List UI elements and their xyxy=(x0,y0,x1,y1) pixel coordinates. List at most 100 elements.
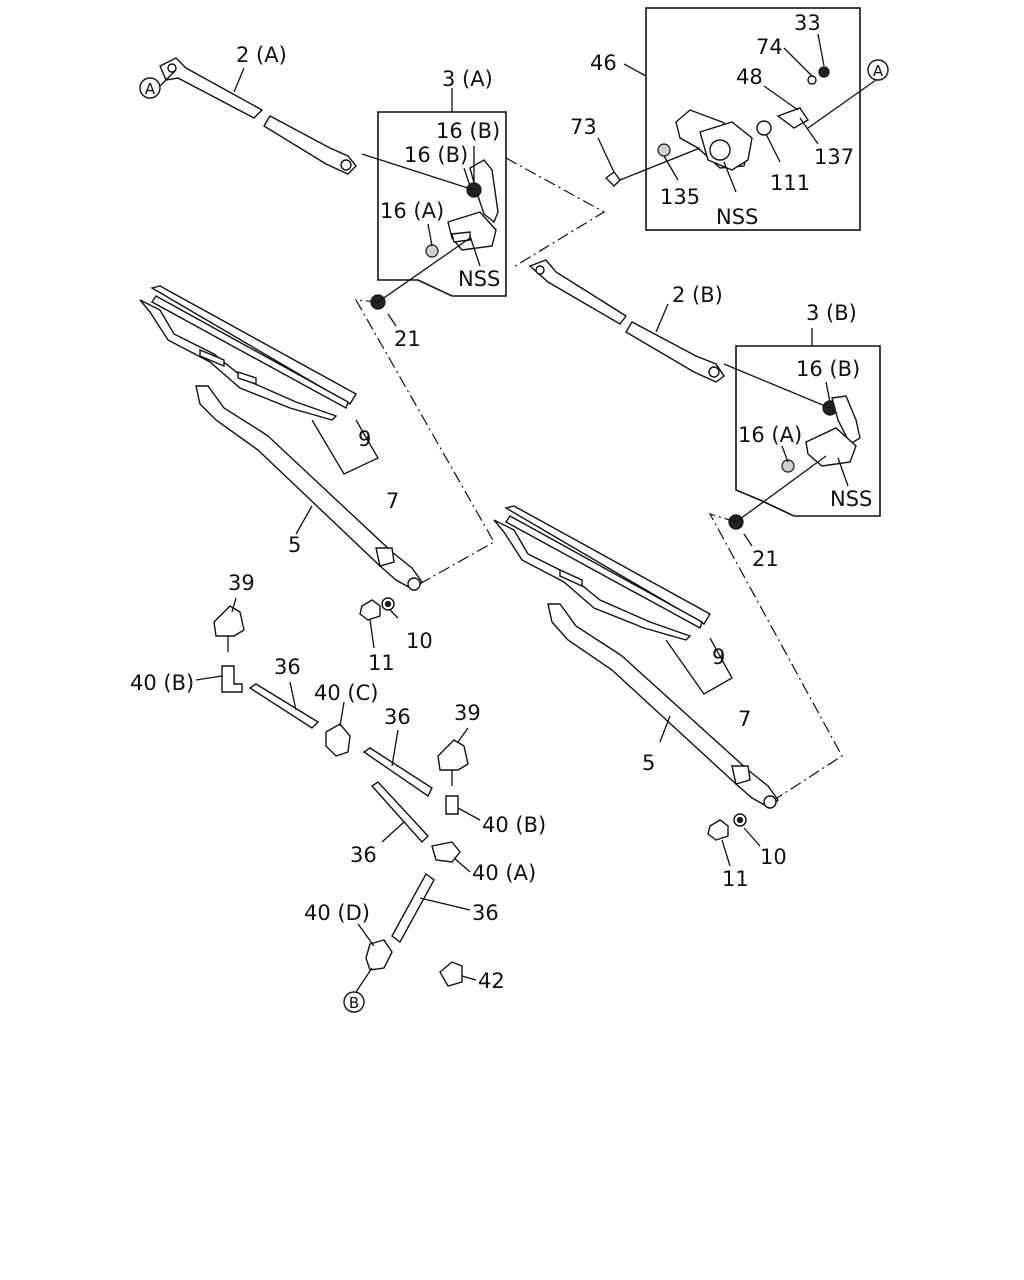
leader-40d xyxy=(357,923,375,947)
leader-bolt-axis xyxy=(619,147,701,181)
callout-40c: 40 (C) xyxy=(314,681,378,705)
leader-nut-21-b xyxy=(735,455,827,523)
washer-nozzle-39-right xyxy=(437,739,469,786)
box-46 xyxy=(645,7,861,231)
joint-40b-left xyxy=(221,665,243,693)
callout-nss-2: NSS xyxy=(716,205,758,229)
callout-48: 48 xyxy=(736,65,763,89)
callout-5-2: 5 xyxy=(642,751,655,775)
callout-9-1: 9 xyxy=(358,427,371,451)
centerline-2 xyxy=(354,299,495,587)
connector-a-left-label: A xyxy=(145,80,156,98)
box-3a xyxy=(377,111,507,297)
callout-46: 46 xyxy=(590,51,617,75)
leader-2b xyxy=(655,303,669,333)
callout-74: 74 xyxy=(756,35,783,59)
callout-2b: 2 (B) xyxy=(672,283,723,307)
callout-16b-2: 16 (B) xyxy=(404,143,468,167)
callout-21-2: 21 xyxy=(752,547,779,571)
callout-16b-1: 16 (B) xyxy=(436,119,500,143)
leader-a-left xyxy=(159,69,177,87)
callout-36-4: 36 xyxy=(472,901,499,925)
connector-b: B xyxy=(343,991,365,1013)
callout-40d: 40 (D) xyxy=(304,901,370,925)
centerline-3 xyxy=(708,512,843,801)
wiper-motor xyxy=(604,66,830,187)
leader-nut-21 xyxy=(377,237,471,303)
centerline-1 xyxy=(505,157,606,269)
callout-3b: 3 (B) xyxy=(806,301,857,325)
leader-11-left xyxy=(369,619,375,649)
leader-40c xyxy=(339,701,345,727)
leader-16a-2 xyxy=(781,445,789,463)
callout-36-2: 36 xyxy=(384,705,411,729)
joint-40a xyxy=(431,841,461,863)
leader-36-3 xyxy=(381,821,405,843)
leader-5-left xyxy=(295,505,313,535)
callout-7-1: 7 xyxy=(386,489,399,513)
callout-36-3: 36 xyxy=(350,843,377,867)
callout-3a: 3 (A) xyxy=(442,67,493,91)
callout-40b-2: 40 (B) xyxy=(482,813,546,837)
leader-36-4 xyxy=(419,897,471,911)
leader-42 xyxy=(461,975,477,981)
hose-36-2 xyxy=(362,747,433,798)
leader-40b-left xyxy=(195,675,223,681)
link-rod-2a xyxy=(159,57,357,175)
callout-33: 33 xyxy=(794,11,821,35)
callout-nss-1: NSS xyxy=(458,267,500,291)
leader-16b-3 xyxy=(825,381,831,403)
wiper-blade-right xyxy=(493,505,711,641)
callout-2a: 2 (A) xyxy=(236,43,287,67)
callout-42: 42 xyxy=(478,969,505,993)
washer-nozzle-39-left xyxy=(213,605,245,652)
callout-16b-3: 16 (B) xyxy=(796,357,860,381)
crank-arm-3a xyxy=(370,159,499,310)
leader-9-7-right xyxy=(665,637,733,695)
hose-36-1 xyxy=(248,683,320,729)
leader-rod-to-crank-b xyxy=(723,363,831,409)
leader-48 xyxy=(763,85,799,111)
leader-21-2 xyxy=(743,533,753,547)
leader-74 xyxy=(783,47,813,77)
connector-a-left: A xyxy=(139,77,161,99)
leader-nss-2 xyxy=(723,161,737,193)
leader-111 xyxy=(765,133,781,163)
callout-16a-2: 16 (A) xyxy=(738,423,802,447)
leader-46 xyxy=(623,63,647,77)
leader-2a xyxy=(233,67,245,93)
leader-36-2 xyxy=(391,729,399,767)
callout-11-2: 11 xyxy=(722,867,749,891)
joint-40b-right xyxy=(445,795,459,815)
nut-cap-right xyxy=(707,813,747,841)
leader-10-left xyxy=(389,609,399,619)
leader-rod-to-crank xyxy=(361,153,475,191)
callout-7-2: 7 xyxy=(738,707,751,731)
clip-42 xyxy=(439,961,463,987)
nut-cap-left xyxy=(359,597,395,621)
callout-21-1: 21 xyxy=(394,327,421,351)
hose-36-4 xyxy=(391,872,435,944)
leader-10-right xyxy=(743,827,761,847)
leader-5-right xyxy=(659,715,671,743)
callout-137: 137 xyxy=(814,145,854,169)
callout-16a-1: 16 (A) xyxy=(380,199,444,223)
callout-111: 111 xyxy=(770,171,810,195)
joint-40c xyxy=(325,723,351,757)
leader-11-right xyxy=(721,839,731,867)
joint-40d xyxy=(365,939,393,971)
leader-135 xyxy=(663,155,679,181)
leader-73 xyxy=(597,137,615,173)
leader-39-left xyxy=(231,597,237,613)
callout-39-2: 39 xyxy=(454,701,481,725)
callout-10-2: 10 xyxy=(760,845,787,869)
callout-nss-3: NSS xyxy=(830,487,872,511)
callout-5-1: 5 xyxy=(288,533,301,557)
callout-10-1: 10 xyxy=(406,629,433,653)
leader-33 xyxy=(817,33,825,67)
link-rod-2b xyxy=(528,259,725,383)
connector-a-right-label: A xyxy=(873,62,884,80)
leader-9-7-left xyxy=(311,419,379,475)
leader-36-1 xyxy=(289,681,297,711)
